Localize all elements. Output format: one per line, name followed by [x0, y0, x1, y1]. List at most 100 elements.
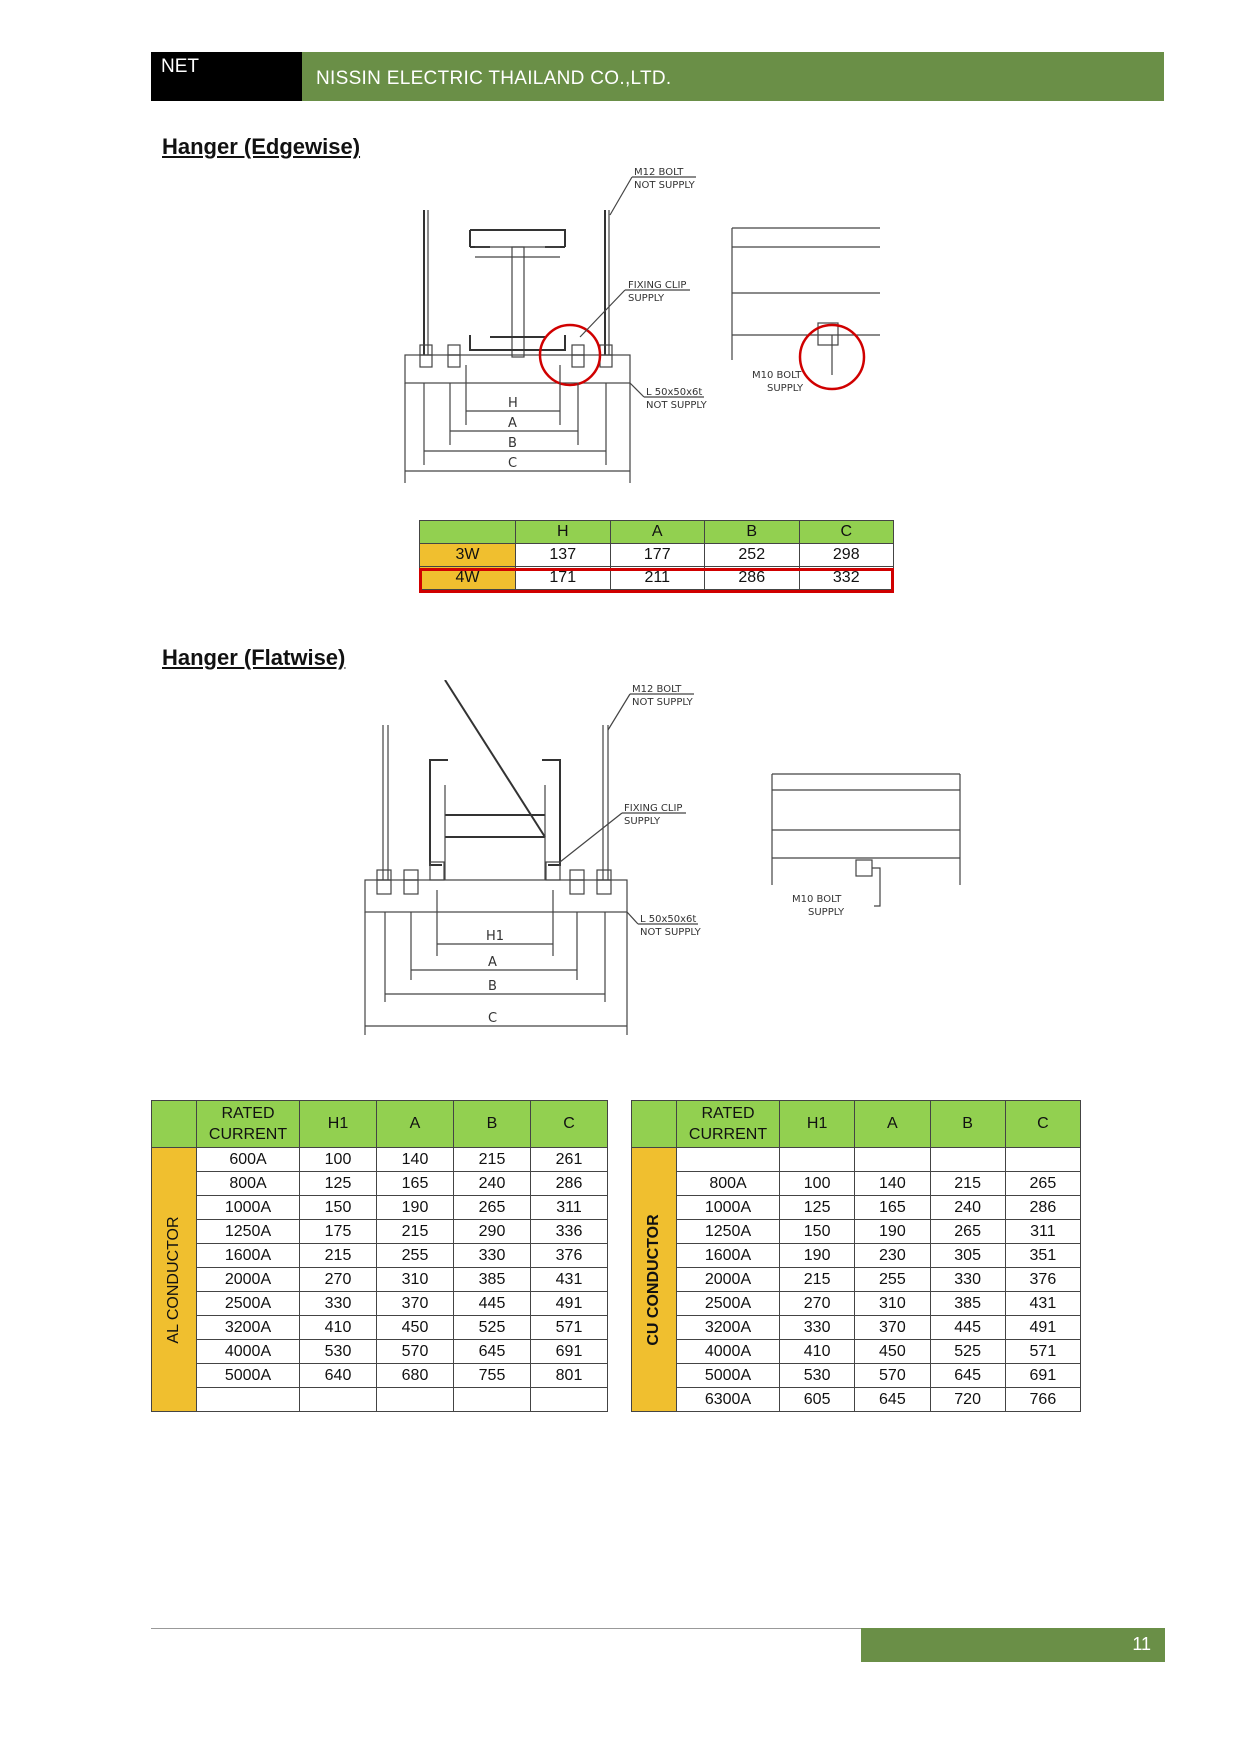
rated-current-cell: 2000A [676, 1267, 780, 1292]
supply-label: SUPPLY [628, 293, 665, 304]
m12-bolt-label: M12 BOLT [634, 167, 684, 178]
table-cell: 691 [530, 1339, 608, 1364]
header-tag: NET [151, 52, 302, 101]
table-cell: 445 [453, 1291, 531, 1316]
table-cell: 298 [798, 543, 894, 567]
m10-bolt-label: M10 BOLT [752, 370, 802, 381]
table-cell: 530 [299, 1339, 377, 1364]
table-cell: 351 [1004, 1243, 1082, 1268]
table-cell: 755 [453, 1363, 531, 1388]
rated-current-cell: 2500A [196, 1291, 300, 1316]
table-cell: 290 [453, 1219, 531, 1244]
a-header: A [854, 1100, 931, 1148]
col-b-header: B [704, 520, 800, 544]
dim-b-label-2: B [488, 979, 497, 994]
table-cell: 215 [376, 1219, 454, 1244]
company-name: NISSIN ELECTRIC THAILAND CO.,LTD. [302, 52, 1164, 101]
dim-h1-label: H1 [486, 929, 504, 944]
rated-current-cell: 800A [676, 1171, 780, 1196]
rated-current-cell: 2500A [676, 1291, 780, 1316]
table-cell: 255 [376, 1243, 454, 1268]
h1-header: H1 [299, 1100, 377, 1148]
table-cell [530, 1387, 608, 1412]
rated-current-cell: 1600A [196, 1243, 300, 1268]
table-cell [299, 1387, 377, 1412]
table-cell: 525 [929, 1339, 1006, 1364]
table-cell: 165 [376, 1171, 454, 1196]
table-cell: 330 [778, 1315, 856, 1340]
table-cell: 100 [778, 1171, 856, 1196]
a-header: A [376, 1100, 454, 1148]
rated-current-cell: 800A [196, 1171, 300, 1196]
table-cell: 100 [299, 1147, 377, 1172]
table-cell: 571 [1004, 1339, 1082, 1364]
dim-a-label-2: A [488, 955, 497, 970]
c-header: C [1004, 1100, 1082, 1148]
not-supply-label: NOT SUPPLY [634, 180, 696, 191]
rated-current-cell: 1000A [196, 1195, 300, 1220]
footer-divider [151, 1628, 1165, 1629]
table-cell: 215 [778, 1267, 856, 1292]
table-cell: 525 [453, 1315, 531, 1340]
c-header: C [530, 1100, 608, 1148]
table-row [152, 1387, 608, 1412]
table-cell: 336 [530, 1219, 608, 1244]
edgewise-title: Hanger (Edgewise) [162, 134, 361, 159]
table-cell [1004, 1147, 1082, 1172]
table-cell: 645 [453, 1339, 531, 1364]
table-cell: 570 [854, 1363, 931, 1388]
dim-b-label: B [508, 436, 517, 451]
table-cell: 410 [299, 1315, 377, 1340]
table-cell: 190 [854, 1219, 931, 1244]
table-cell: 150 [778, 1219, 856, 1244]
table-cell: 370 [376, 1291, 454, 1316]
table-cell: 766 [1004, 1387, 1082, 1412]
table-cell: 286 [1004, 1195, 1082, 1220]
table-row: CU CONDUCTOR [631, 1147, 1082, 1412]
h1-header: H1 [778, 1100, 856, 1148]
edgewise-drawing: H A B C M12 BOLT NOT SUPPLY FIXING CLIP … [404, 167, 880, 483]
dim-c-label: C [508, 456, 517, 471]
table-cell: 230 [854, 1243, 931, 1268]
table-cell: 450 [854, 1339, 931, 1364]
table-cell: 311 [1004, 1219, 1082, 1244]
table-cell: 150 [299, 1195, 377, 1220]
rated-current-header: RATED CURRENT [676, 1100, 780, 1148]
cu-conductor-side-label: CU CONDUCTOR [645, 1213, 662, 1346]
table-cell [376, 1387, 454, 1412]
al-conductor-side-label: AL CONDUCTOR [165, 1215, 182, 1344]
supply-2-label: SUPPLY [767, 383, 804, 394]
table-cell [778, 1147, 856, 1172]
table-cell [453, 1387, 531, 1412]
table-cell: 215 [929, 1171, 1006, 1196]
fixing-clip-label: FIXING CLIP [628, 280, 686, 291]
table-cell: 140 [376, 1147, 454, 1172]
rated-current-cell: 3200A [676, 1315, 780, 1340]
m10-bolt-label-2: M10 BOLT [792, 894, 842, 905]
table-cell: 270 [778, 1291, 856, 1316]
table-cell: 311 [530, 1195, 608, 1220]
table-cell: 720 [929, 1387, 1006, 1412]
angle-label-2: L 50x50x6t [640, 914, 696, 925]
table-cell: 305 [929, 1243, 1006, 1268]
table-cell: 645 [929, 1363, 1006, 1388]
table-cell: 190 [376, 1195, 454, 1220]
col-h-header: H [515, 520, 611, 544]
table-cell: 605 [778, 1387, 856, 1412]
table-cell: 691 [1004, 1363, 1082, 1388]
table-cell: 491 [530, 1291, 608, 1316]
angle-label: L 50x50x6t [646, 387, 702, 398]
rated-current-cell: 600A [196, 1147, 300, 1172]
table-cell: 265 [929, 1219, 1006, 1244]
cu-conductor-side: CU CONDUCTOR [631, 1147, 677, 1412]
rated-current-cell: 1600A [676, 1243, 780, 1268]
b-header: B [929, 1100, 1006, 1148]
